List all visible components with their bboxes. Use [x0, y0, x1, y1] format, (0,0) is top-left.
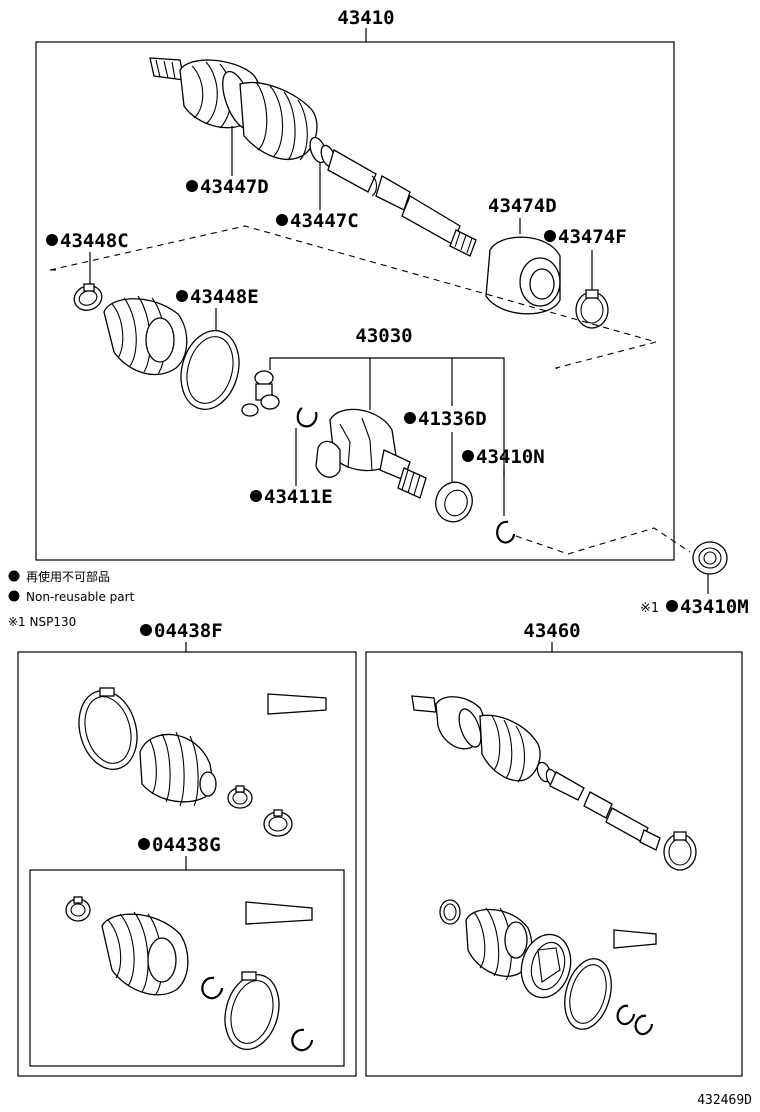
boot-43448E-illustration[interactable]: [103, 295, 247, 416]
group-box-04438F: [17, 651, 357, 1077]
non-reusable-bullet-43410M: [666, 600, 678, 612]
boot-kit-04438F-illustration[interactable]: [71, 684, 327, 837]
clamp-43448C-illustration[interactable]: [71, 282, 106, 314]
callout-43474F[interactable]: 43474F: [558, 226, 627, 248]
non-reusable-bullet-04438G: [138, 838, 150, 850]
non-reusable-bullet-43411E: [250, 490, 262, 502]
non-reusable-bullet-43447D: [186, 180, 198, 192]
non-reusable-bullet-43448E: [176, 290, 188, 302]
callout-43448C[interactable]: 43448C: [60, 230, 129, 252]
group-box-04438G: [29, 869, 345, 1067]
seal-41336D-illustration[interactable]: [430, 477, 478, 527]
boot-kit-04438G-illustration[interactable]: [65, 896, 314, 1055]
legend-bullet-en: [8, 590, 20, 602]
callout-43410N[interactable]: 43410N: [476, 446, 545, 468]
non-reusable-bullet-43410N: [462, 450, 474, 462]
callout-43474D[interactable]: 43474D: [488, 195, 557, 217]
legend-en: Non-reusable part: [26, 590, 135, 604]
callout-04438F[interactable]: 04438F: [154, 620, 223, 642]
inboard-joint-43030-illustration[interactable]: [315, 408, 427, 499]
group-box-43460: [365, 651, 743, 1077]
drive-shaft-43460-illustration[interactable]: [411, 695, 697, 871]
callout-43030[interactable]: 43030: [355, 325, 412, 347]
non-reusable-bullet-04438F: [140, 624, 152, 636]
non-reusable-bullet-43447C: [276, 214, 288, 226]
callout-04438G[interactable]: 04438G: [152, 834, 221, 856]
callout-43410M[interactable]: 43410M: [680, 596, 749, 618]
callout-43447D[interactable]: 43447D: [200, 176, 269, 198]
legend-jp: 再使用不可部品: [26, 569, 110, 584]
non-reusable-bullet-41336D: [404, 412, 416, 424]
group-box-43410: [35, 41, 675, 561]
tripod-joint-illustration[interactable]: [241, 370, 280, 417]
clamp-43474F-illustration[interactable]: [575, 289, 609, 329]
dashed-link-43410M: [515, 527, 691, 555]
drive-shaft-assembly-illustration[interactable]: [149, 57, 477, 257]
callout-43460[interactable]: 43460: [523, 620, 580, 642]
seal-43410M-illustration[interactable]: [692, 541, 728, 575]
non-reusable-bullet-43448C: [46, 234, 58, 246]
dashed-group-boundary: [49, 225, 659, 371]
legend-bullet-jp: [8, 570, 20, 582]
snap-ring-43410N-illustration[interactable]: [496, 520, 516, 544]
figure-id: 432469D: [697, 1093, 752, 1108]
callout-43447C[interactable]: 43447C: [290, 210, 359, 232]
bearing-housing-43474D-illustration[interactable]: [485, 236, 561, 315]
callout-43411E[interactable]: 43411E: [264, 486, 333, 508]
callout-41336D[interactable]: 41336D: [418, 408, 487, 430]
callout-43448E[interactable]: 43448E: [190, 286, 259, 308]
snap-ring-43411E-illustration[interactable]: [296, 407, 318, 428]
callout-43410[interactable]: 43410: [337, 7, 394, 29]
boot-kit-43460-illustration[interactable]: [439, 899, 657, 1036]
bracket-43030: [269, 357, 505, 476]
non-reusable-bullet-43474F: [544, 230, 556, 242]
note-marker-43410M: ※1: [640, 601, 659, 616]
legend-note: ※1 NSP130: [8, 615, 76, 629]
